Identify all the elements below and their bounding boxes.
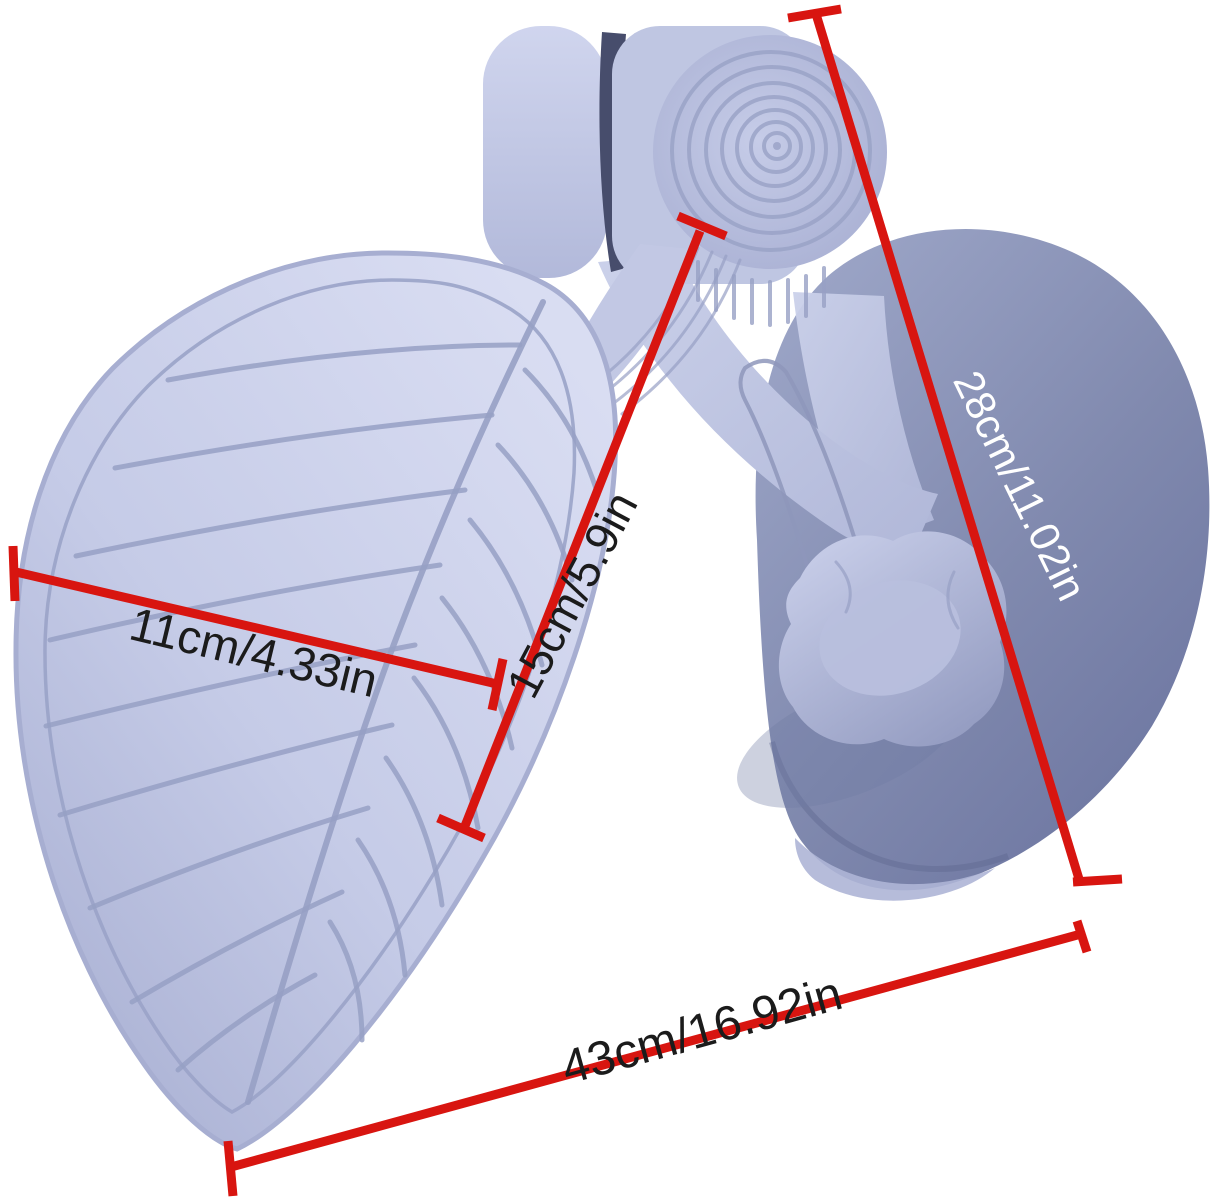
face-center bbox=[773, 142, 781, 150]
face-ring bbox=[720, 95, 828, 203]
dimension-end-cap bbox=[223, 1140, 238, 1197]
left-roller bbox=[483, 26, 607, 278]
leaf-rib bbox=[383, 755, 445, 908]
arm-stripe bbox=[608, 254, 728, 408]
face-ring bbox=[749, 120, 803, 174]
dimension-end-cap bbox=[787, 4, 842, 23]
face-ring bbox=[735, 108, 815, 188]
adjustment-knob bbox=[737, 531, 1007, 808]
dimension-end-cap bbox=[436, 813, 486, 843]
right-pad-suction-lip bbox=[795, 838, 995, 901]
dimension-end-cap bbox=[8, 545, 20, 602]
dimension-end-cap bbox=[1072, 874, 1123, 887]
arm-stripe bbox=[620, 258, 742, 416]
leaf-rib bbox=[112, 412, 495, 471]
left-pad-rim bbox=[43, 278, 577, 1115]
leaf-ribs-left bbox=[43, 342, 523, 1073]
dimension-line bbox=[460, 229, 705, 828]
left-pad bbox=[13, 250, 619, 1152]
leaf-rib bbox=[175, 972, 318, 1073]
knob-top-face bbox=[819, 580, 961, 696]
knob-crease-left bbox=[834, 560, 852, 614]
face-ring bbox=[762, 131, 792, 161]
right-pad-bottom-shadow bbox=[769, 741, 1010, 873]
dimension-line bbox=[811, 12, 1084, 881]
leaf-rib bbox=[522, 367, 601, 498]
leaf-rib bbox=[73, 487, 468, 559]
leaf-rib bbox=[327, 919, 365, 1043]
dimension-end-cap bbox=[676, 211, 728, 241]
product-device bbox=[13, 26, 1210, 1152]
leaf-rib bbox=[355, 837, 408, 978]
roller-skirt-ribs bbox=[696, 260, 826, 327]
leaf-rib bbox=[87, 805, 371, 911]
leaf-rib bbox=[47, 562, 443, 643]
knob-crease-right bbox=[946, 570, 960, 630]
dimension-line bbox=[14, 567, 499, 689]
leaf-rib bbox=[57, 722, 395, 818]
leaf-rib bbox=[129, 889, 345, 1005]
face-ring bbox=[704, 81, 842, 219]
arm-stripe bbox=[596, 250, 714, 400]
left-pad-base bbox=[13, 250, 619, 1152]
hinge-rollers bbox=[483, 26, 887, 327]
dimension-label-43cm: 43cm/16.92in bbox=[556, 967, 848, 1095]
face-ring bbox=[670, 50, 872, 252]
leaf-ribs-right bbox=[327, 367, 601, 1043]
dimension-line bbox=[229, 929, 1083, 1172]
leaf-rib bbox=[165, 342, 523, 383]
dimension-end-cap bbox=[487, 658, 508, 711]
dimension-end-cap bbox=[1072, 919, 1092, 954]
